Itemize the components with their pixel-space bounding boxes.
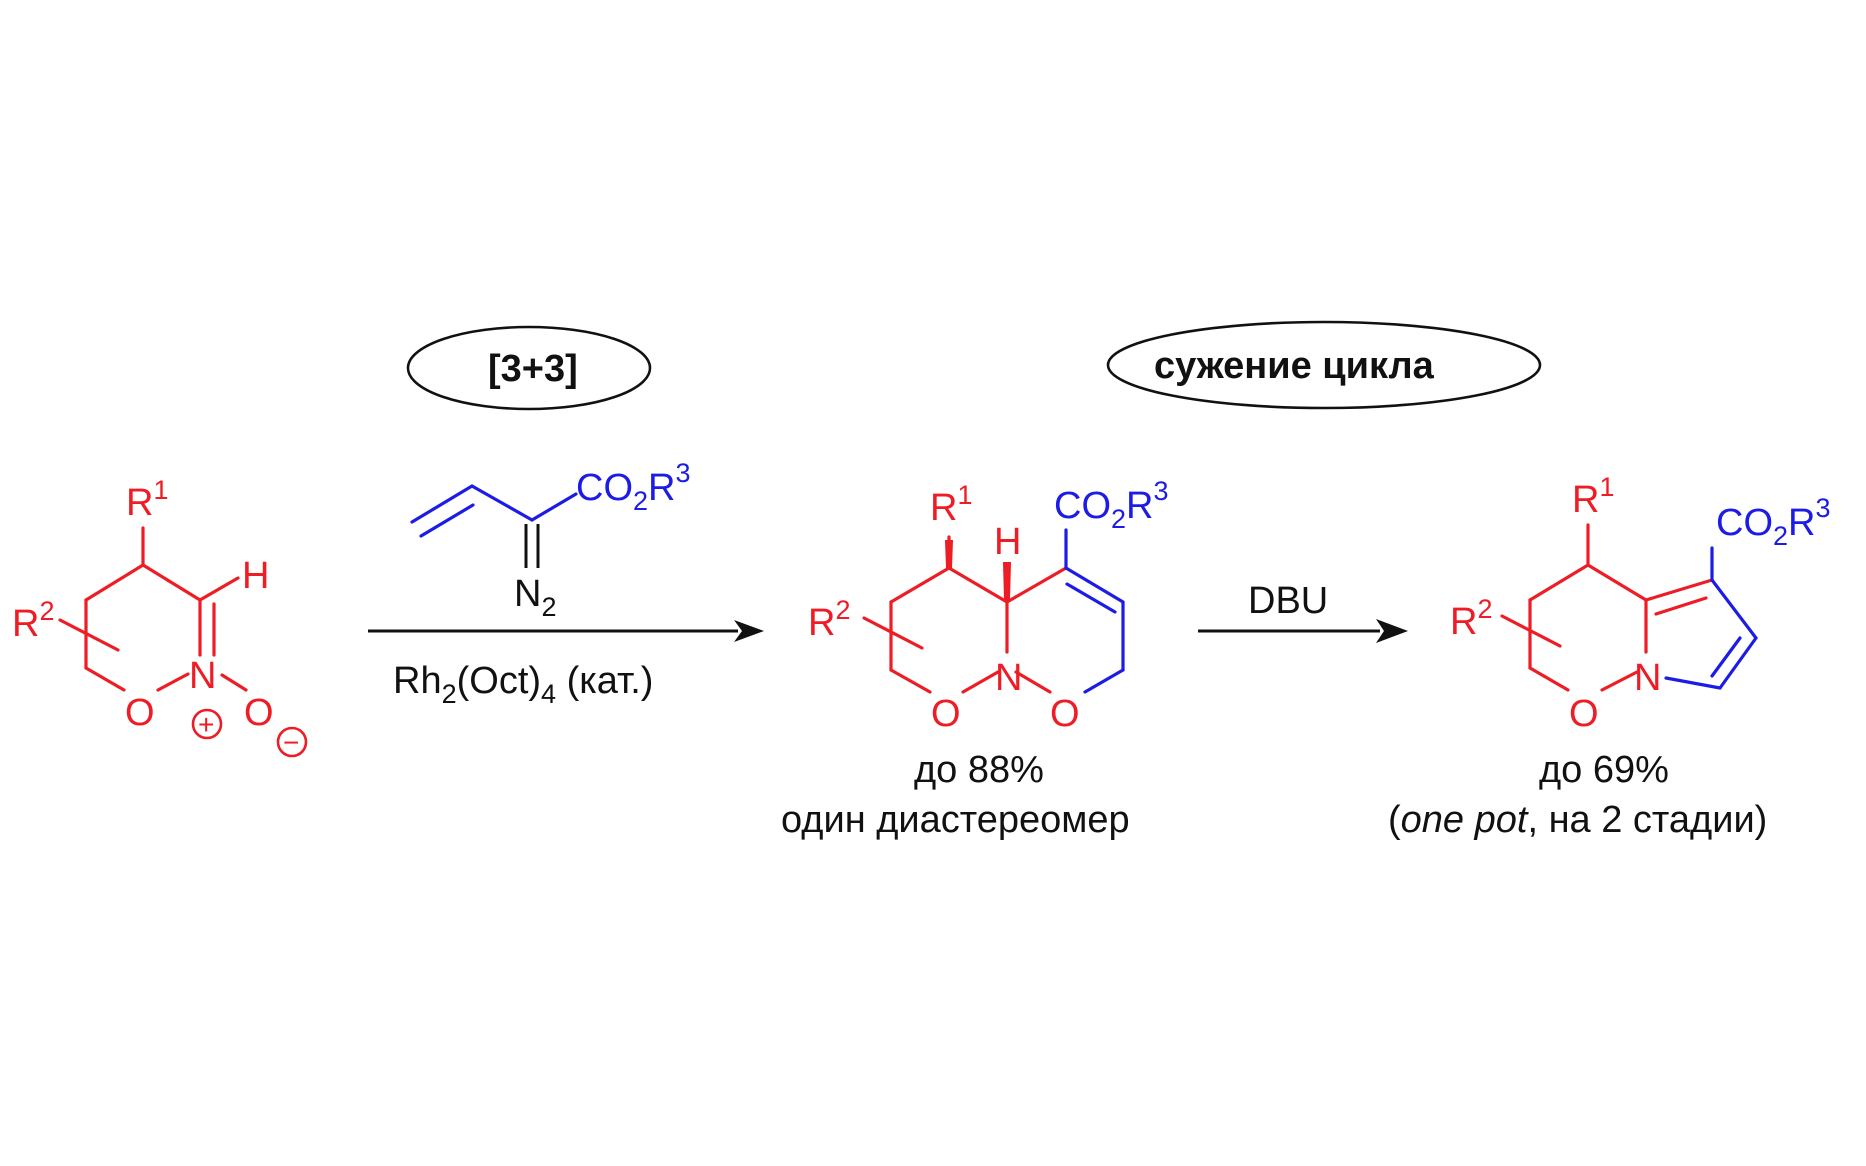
wedge-r1-icon	[945, 540, 953, 568]
arrow-1-head-icon	[734, 620, 764, 642]
bond-c8-c7	[1710, 578, 1758, 640]
bond-c8-c7-double	[1065, 582, 1117, 614]
reagent-ester-label: CO2R3	[576, 458, 691, 516]
step1-oval	[406, 325, 652, 411]
wedge-h-icon	[1003, 562, 1011, 600]
step2-label: сужение цикла	[1154, 345, 1435, 387]
dbu-label: DBU	[1248, 580, 1328, 622]
step2-oval	[1106, 320, 1542, 410]
plus-charge-icon	[191, 708, 223, 740]
plus-charge-label: +	[198, 709, 214, 740]
bond-r2-wavy	[862, 616, 924, 650]
step1: [3+3] CO2R3 N2 Rh2(Oct)4 (кат.)	[368, 325, 764, 709]
bond-c4-c3	[141, 563, 202, 602]
bond-c4a-c8-double	[1654, 596, 1708, 616]
bond-c4a-c8	[1005, 566, 1068, 604]
bond-vinyl-2	[470, 484, 534, 522]
bond-r2-wavy	[1500, 614, 1562, 648]
prod-r1-label: R1	[1572, 472, 1614, 521]
arrow-2-head-icon	[1376, 619, 1408, 643]
start-n-label: N	[189, 655, 216, 697]
reagent-n2-label: N2	[514, 573, 556, 622]
start-h-label: H	[242, 555, 269, 597]
pyrrole-product: R1 R2 N O CO2R3 до 69% (one pot, на 2 ст…	[1388, 472, 1831, 841]
prod-n-label: N	[1634, 657, 1661, 699]
int-r1-label: R1	[930, 480, 972, 529]
bond-c4-c5	[1528, 563, 1590, 602]
bond-c6-o2	[1083, 668, 1125, 694]
bond-c4-c4a	[1586, 563, 1648, 602]
minus-charge-icon	[276, 726, 308, 758]
bond-c3-h	[198, 576, 240, 602]
bond-c6-n	[1664, 676, 1722, 690]
bond-c6-o	[1528, 666, 1570, 692]
prod-yield: до 69%	[1539, 749, 1669, 791]
bond-c6-o	[84, 666, 126, 692]
starting-nitronate: R1 R2 H N O O + −	[12, 475, 308, 758]
int-r2-label: R2	[808, 595, 850, 644]
bond-c8-c7	[1064, 566, 1125, 604]
start-r1-label: R1	[126, 475, 168, 524]
int-o-left-label: O	[931, 693, 961, 735]
prod-r2-label: R2	[1450, 594, 1492, 643]
int-ester-label: CO2R3	[1054, 476, 1169, 534]
bond-o-n	[1600, 670, 1639, 692]
vinyldiazoacetate: CO2R3 N2	[410, 458, 691, 622]
int-o-right-label: O	[1050, 693, 1080, 735]
start-o-exo-label: O	[244, 692, 274, 734]
int-h-label: H	[994, 521, 1021, 563]
bond-c4-c4a	[947, 566, 1009, 604]
minus-charge-label: −	[283, 727, 299, 758]
catalyst-label: Rh2(Oct)4 (кат.)	[393, 660, 653, 709]
bond-c6-o	[889, 668, 932, 694]
prod-ester-label: CO2R3	[1716, 493, 1831, 551]
bond-r2-wavy	[58, 618, 120, 652]
bond-o-n	[961, 670, 1000, 694]
bond-c7-c6	[1718, 636, 1758, 690]
bond-vinyl-1	[410, 484, 474, 524]
int-yield: до 88%	[914, 749, 1044, 791]
bond-c4-c5	[889, 566, 951, 604]
step1-label: [3+3]	[488, 348, 578, 390]
bond-c7-c6-double	[1710, 636, 1742, 678]
bond-n-o2	[1014, 670, 1052, 694]
bond-n-oexo	[220, 673, 248, 692]
bond-c-ester	[530, 492, 578, 522]
prod-note: (one pot, на 2 стадии)	[1388, 799, 1767, 841]
start-o-ring-label: O	[125, 692, 155, 734]
int-note: один диастереомер	[781, 799, 1130, 841]
step2: сужение цикла DBU	[1106, 320, 1542, 643]
bicyclic-intermediate: R1 R2 H N O O CO2R3 до 88% один диастере…	[781, 476, 1169, 841]
bond-c4-c5	[84, 563, 145, 602]
prod-o-label: O	[1569, 693, 1599, 735]
bond-vinyl-1-double	[419, 503, 475, 538]
start-r2-label: R2	[12, 596, 54, 645]
bond-c4a-c8	[1644, 578, 1714, 602]
bond-o-n	[156, 672, 190, 692]
int-n-label: N	[995, 657, 1022, 699]
